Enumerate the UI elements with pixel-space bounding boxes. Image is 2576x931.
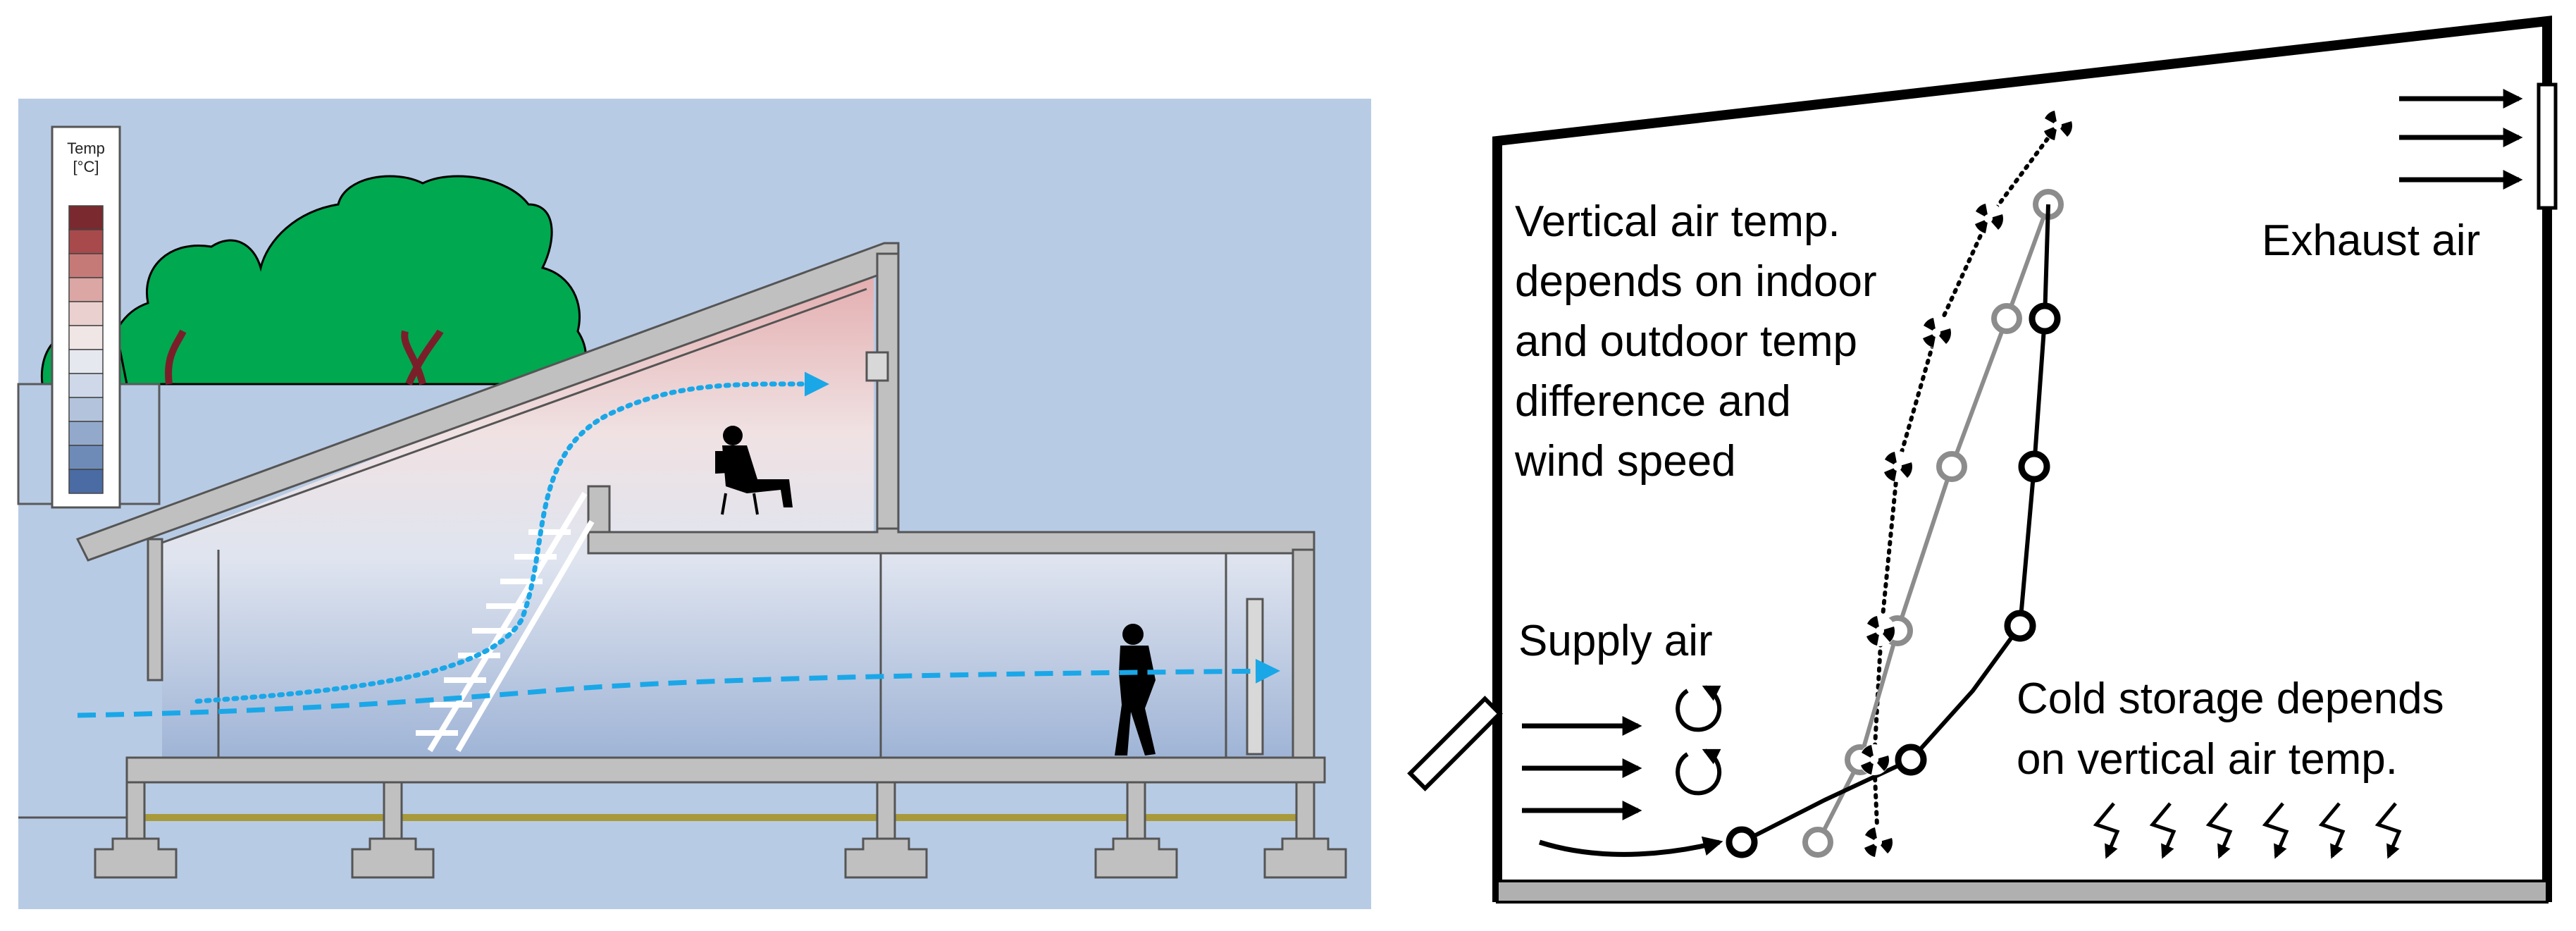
supply-vent xyxy=(1407,696,1503,791)
supply-arrows xyxy=(1522,716,1723,857)
arrow-icon xyxy=(1538,836,1723,857)
person-sitting-icon xyxy=(715,426,793,515)
cold-storage-label-2: on vertical air temp. xyxy=(2017,735,2398,784)
legend-swatch xyxy=(68,349,104,374)
heat-wave-icon xyxy=(2093,802,2402,859)
legend-swatch xyxy=(68,301,104,326)
wall xyxy=(876,252,900,530)
ring-marker-icon xyxy=(1802,827,1833,858)
vertical-temp-label-5: wind speed xyxy=(1514,437,1736,486)
vertical-temp-label-1: Vertical air temp. xyxy=(1515,197,1840,246)
ring-marker-icon xyxy=(1991,303,2022,334)
ring-marker-icon xyxy=(1726,826,1758,858)
legend-swatch xyxy=(68,205,104,230)
ring-marker-icon xyxy=(2029,302,2061,335)
legend-swatch xyxy=(68,253,104,278)
legend-swatch xyxy=(68,325,104,350)
legend-swatch xyxy=(68,469,104,494)
legend-swatches xyxy=(68,205,104,494)
profile-gray xyxy=(1802,189,2064,858)
ring-marker-icon xyxy=(1936,451,1967,482)
exhaust-label: Exhaust air xyxy=(2262,216,2480,265)
indoor-air-gradient xyxy=(162,261,1314,758)
temperature-legend: Temp [°C] xyxy=(51,125,121,509)
vertical-temp-label-4: difference and xyxy=(1515,377,1791,426)
legend-swatch xyxy=(68,229,104,254)
cold-storage-label-1: Cold storage depends xyxy=(2017,674,2444,723)
ring-marker-icon xyxy=(2004,610,2036,642)
fan-marker-icon xyxy=(1864,615,1895,646)
fan-marker-icon xyxy=(1973,203,2004,234)
swirl-icon xyxy=(1676,685,1722,796)
legend-swatch xyxy=(68,373,104,398)
exhaust-arrows xyxy=(2399,89,2523,190)
foundation xyxy=(94,781,1347,879)
warm-airflow xyxy=(194,371,829,704)
fan-marker-icon xyxy=(1859,744,1890,775)
legend-swatch xyxy=(68,421,104,446)
ladder-icon xyxy=(416,491,595,753)
profile-black xyxy=(1726,204,2061,858)
ring-marker-icon xyxy=(1895,744,1927,776)
room-outline xyxy=(1492,16,2552,902)
right-panel: Vertical air temp. depends on indoor and… xyxy=(1407,16,2558,904)
legend-swatch xyxy=(68,445,104,470)
legend-swatch xyxy=(68,277,104,302)
fan-marker-icon xyxy=(1862,827,1893,858)
ring-marker-icon xyxy=(2018,450,2050,483)
fan-marker-icon xyxy=(1921,317,1952,348)
vertical-temp-label-2: depends on indoor xyxy=(1515,257,1877,306)
legend-unit: [°C] xyxy=(73,158,99,175)
legend-title: Temp xyxy=(67,140,105,157)
fan-marker-icon xyxy=(2042,110,2073,141)
left-panel: Temp [°C] xyxy=(17,99,1371,909)
cold-airflow xyxy=(77,658,1280,718)
floor-slab xyxy=(125,756,1326,784)
supply-label: Supply air xyxy=(1518,617,1713,665)
floor-line xyxy=(1496,880,2549,904)
fan-marker-icon xyxy=(1882,451,1913,482)
exhaust-vent xyxy=(2537,82,2558,210)
legend-swatch xyxy=(68,397,104,422)
vertical-temp-label-3: and outdoor temp xyxy=(1515,317,1857,366)
